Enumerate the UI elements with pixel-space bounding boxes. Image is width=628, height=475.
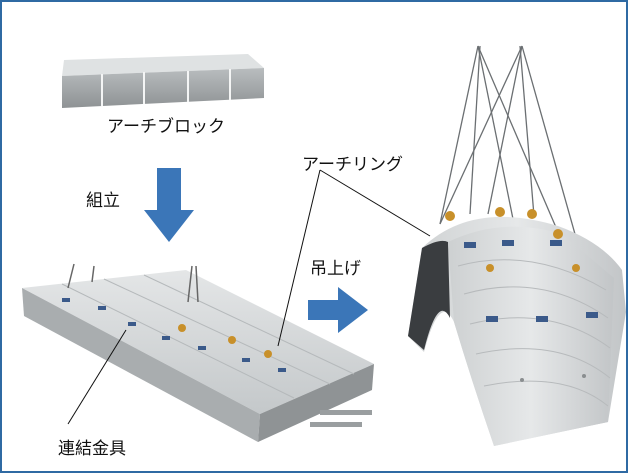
lift-arrow (308, 287, 368, 333)
arch-block-label: アーチブロック (107, 117, 225, 137)
lift-label: 吊上げ (310, 259, 361, 279)
assembly-label: 組立 (86, 191, 120, 211)
arch-block-image (62, 54, 264, 108)
connector-label: 連結金具 (58, 439, 126, 459)
assembly-arrow (144, 168, 194, 242)
lifted-arch-image (408, 45, 626, 446)
arch-ring-label: アーチリング (302, 155, 403, 175)
assembled-ring-image (22, 263, 374, 442)
leader-lines (67, 169, 431, 425)
